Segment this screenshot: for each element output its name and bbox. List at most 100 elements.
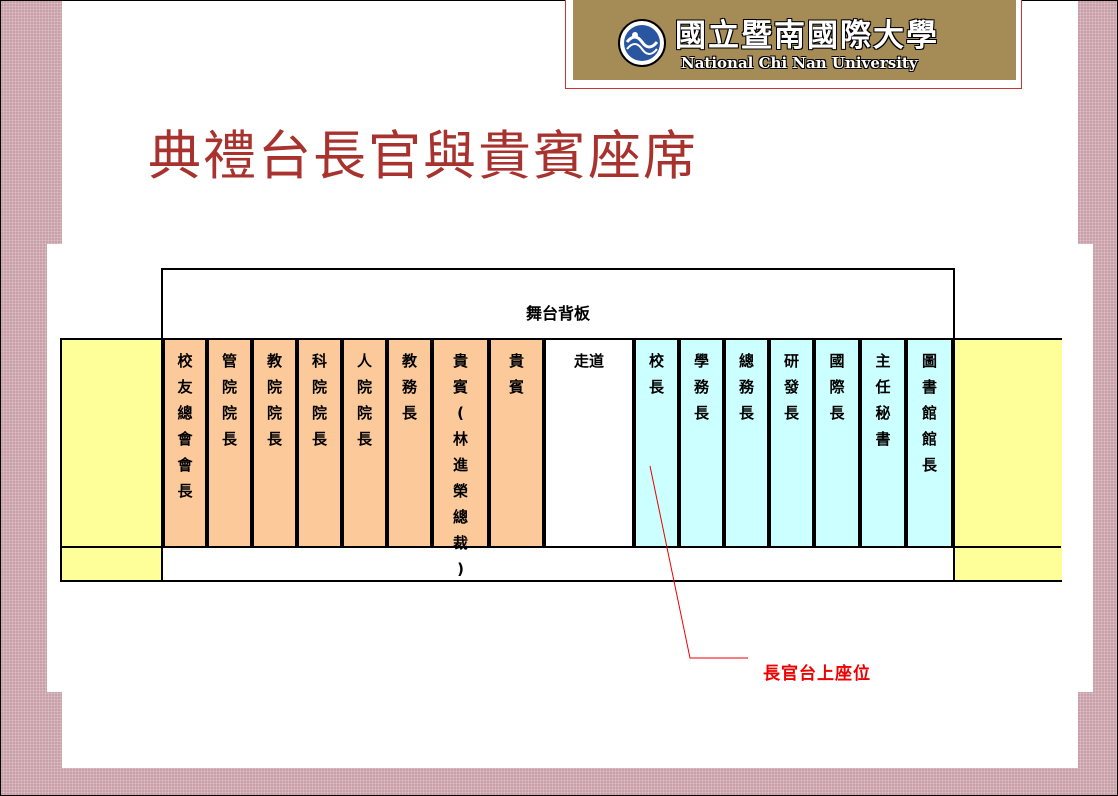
seat-1: 管院院長	[207, 340, 252, 546]
seat-label-char: 會	[177, 456, 193, 474]
seat-label-char: 發	[783, 378, 799, 396]
university-name-cn: 國立暨南國際大學	[675, 18, 939, 54]
seat-label: 管院院長	[209, 348, 250, 452]
seat-label-char: 院	[311, 404, 327, 422]
seat-label: 走道	[546, 348, 632, 374]
seat-label: 學務長	[681, 348, 722, 426]
seat-label-char: 長	[221, 430, 237, 448]
seat-14: 主任秘書	[860, 340, 906, 546]
seat-label: 校長	[636, 348, 677, 400]
seat-label-char: 榮	[452, 482, 468, 500]
stage-side-left-divider	[62, 546, 162, 548]
seat-label-char: 長	[648, 378, 664, 396]
seat-label-char: 教	[266, 352, 282, 370]
seat-label-char: 進	[452, 456, 468, 474]
seat-label: 校友總會會長	[165, 348, 205, 504]
seat-label-char: )	[457, 560, 464, 578]
seat-label-char: 長	[693, 404, 709, 422]
seat-label-char: 館	[921, 430, 937, 448]
stage-side-right	[953, 340, 1062, 580]
seat-4: 人院院長	[342, 340, 387, 546]
seat-label-char: 院	[356, 378, 372, 396]
seat-label-char: 長	[401, 404, 417, 422]
seat-label-char: 總	[738, 352, 754, 370]
seat-7: 貴賓	[489, 340, 544, 546]
seat-label-char: 長	[921, 456, 937, 474]
seat-10: 學務長	[679, 340, 724, 546]
seat-label-char: 科	[311, 352, 327, 370]
seat-label-char: 校	[648, 352, 664, 370]
seat-label-char: 學	[693, 352, 709, 370]
seat-label: 教院院長	[254, 348, 295, 452]
seat-label: 貴賓	[491, 348, 542, 400]
seat-label-char: 長	[177, 482, 193, 500]
seat-13: 國際長	[814, 340, 860, 546]
seat-aisle: 走道	[544, 340, 634, 546]
slide-title: 典禮台長官與貴賓座席	[148, 126, 698, 187]
seat-label-char: 管	[221, 352, 237, 370]
stage-side-right-divider	[953, 546, 1061, 548]
seat-label: 貴賓(林進榮總裁)	[434, 348, 487, 582]
seat-label-char: 書	[875, 430, 891, 448]
seat-label: 人院院長	[344, 348, 385, 452]
seat-label: 教務長	[389, 348, 430, 426]
seat-label-char: 總	[177, 404, 193, 422]
seat-label-char: 任	[875, 378, 891, 396]
stage-backboard: 舞台背板	[161, 268, 955, 340]
university-name-en: National Chi Nan University	[681, 54, 918, 72]
seat-label-char: 際	[829, 378, 845, 396]
seat-label: 研發長	[771, 348, 812, 426]
seat-label-char: 校	[177, 352, 193, 370]
stage-side-left	[62, 340, 163, 580]
seat-6: 貴賓(林進榮總裁)	[432, 340, 489, 578]
seat-label-char: 長	[783, 404, 799, 422]
seat-label-char: 友	[177, 378, 193, 396]
seat-12: 研發長	[769, 340, 814, 546]
seat-label-char: 院	[266, 378, 282, 396]
seat-label-char: 國	[829, 352, 845, 370]
seat-label-char: 長	[738, 404, 754, 422]
seat-label-char: 秘	[875, 404, 891, 422]
seat-5: 教務長	[387, 340, 432, 546]
seat-label-char: (	[457, 404, 464, 422]
seat-label-char: 院	[221, 404, 237, 422]
seat-label-char: 總	[452, 508, 468, 526]
seat-label-char: 主	[875, 352, 891, 370]
seat-label-char: 務	[693, 378, 709, 396]
seat-label-char: 院	[221, 378, 237, 396]
seat-label: 主任秘書	[862, 348, 904, 452]
seat-2: 教院院長	[252, 340, 297, 546]
seat-9: 校長	[634, 340, 679, 546]
seat-label-char: 研	[783, 352, 799, 370]
seat-label-char: 貴	[452, 352, 468, 370]
seat-label-char: 務	[401, 378, 417, 396]
seat-label: 科院院長	[299, 348, 340, 452]
seat-label-char: 館	[921, 404, 937, 422]
seat-label-char: 賓	[452, 378, 468, 396]
seat-11: 總務長	[724, 340, 769, 546]
stage-backboard-label: 舞台背板	[525, 304, 590, 323]
seat-label-char: 院	[266, 404, 282, 422]
seat-label: 總務長	[726, 348, 767, 426]
seat-label-char: 務	[738, 378, 754, 396]
seat-3: 科院院長	[297, 340, 342, 546]
seat-label-char: 賓	[508, 378, 524, 396]
seat-label-char: 林	[452, 430, 468, 448]
seat-label-char: 人	[356, 352, 372, 370]
seat-label-char: 院	[356, 404, 372, 422]
seat-0: 校友總會會長	[163, 340, 207, 546]
seat-label-char: 長	[829, 404, 845, 422]
seat-label-char: 書	[921, 378, 937, 396]
seat-label-char: 長	[266, 430, 282, 448]
seat-label-char: 走道	[573, 352, 604, 370]
seat-label-char: 長	[356, 430, 372, 448]
seat-label-char: 長	[311, 430, 327, 448]
seat-15: 圖書館館長	[906, 340, 953, 546]
seat-label: 國際長	[816, 348, 858, 426]
seat-label-char: 圖	[921, 352, 937, 370]
seat-label: 圖書館館長	[908, 348, 951, 478]
seat-row-bottom-edge	[161, 546, 953, 548]
seat-label-char: 貴	[508, 352, 524, 370]
seat-label-char: 院	[311, 378, 327, 396]
